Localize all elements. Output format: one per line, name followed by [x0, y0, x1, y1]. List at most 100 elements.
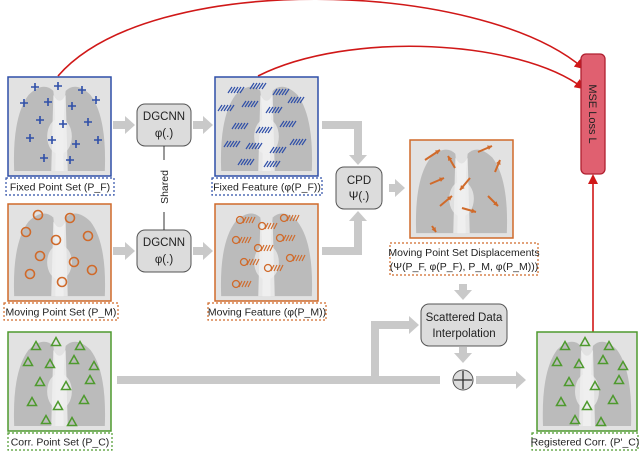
registered-triangle-marker [589, 379, 601, 391]
fixed-point-set-label: Fixed Point Set (P_F) [10, 182, 110, 194]
registered-triangle-marker [563, 375, 575, 387]
moving-feature-marker [231, 235, 241, 245]
moving-feature-marker [253, 243, 263, 253]
fixed-feature-marker [249, 82, 255, 90]
gray-arrow-fixed-to-dgcnn [113, 116, 135, 134]
moving-feature-marker [249, 258, 254, 266]
moving-feature-marker [247, 280, 252, 288]
moving-feature-marker [286, 214, 291, 222]
fixed-plus-marker [92, 96, 100, 104]
fixed-feature-marker [257, 142, 263, 150]
moving-feature-marker [292, 214, 297, 222]
moving-feature-marker [289, 214, 294, 222]
fixed-feature-marker [266, 160, 272, 168]
moving-circle-marker [50, 234, 62, 246]
moving-feature-marker [247, 236, 252, 244]
moving-feature-marker [239, 257, 249, 267]
moving-feature-marker [285, 253, 295, 263]
fixed-feature-label-box [211, 177, 323, 196]
displacement-arrowhead [431, 227, 436, 232]
fixed-feature-marker [281, 88, 287, 96]
fixed-feature-marker [298, 138, 304, 146]
fixed-feature-marker [293, 96, 299, 104]
fixed-feature-marker [253, 100, 259, 108]
fixed-feature-marker [272, 146, 278, 154]
fixed-plus-marker [44, 98, 52, 106]
moving-circle-marker [56, 276, 68, 288]
fixed-feature-marker [275, 88, 281, 96]
moving-feature-panel [214, 203, 319, 302]
moving-feature-marker [252, 258, 257, 266]
corr-triangle-marker [84, 373, 96, 385]
moving-feature-marker [301, 254, 306, 262]
registered-triangle-marker [559, 339, 571, 351]
fixed-feature-markers [217, 82, 307, 168]
fixed-point-set-panel [7, 76, 112, 177]
fixed-feature-marker [220, 104, 226, 112]
moving-feature-marker [238, 280, 243, 288]
moving-feature-marker [245, 216, 250, 224]
corr-triangle-marker [44, 357, 56, 369]
fixed-feature-marker [244, 100, 250, 108]
fixed-plus-marker [26, 134, 34, 142]
moving-point-set-label-box [3, 302, 119, 321]
moving-point-set-panel [7, 203, 112, 302]
cpd-fn: Ψ(.) [349, 191, 370, 203]
scattered-title-line2: Interpolation [432, 328, 495, 340]
registered-triangle-marker [581, 399, 593, 411]
moving-feature-markers [231, 213, 306, 289]
displacement-arrowhead [448, 156, 453, 161]
fixed-feature-marker [282, 120, 288, 128]
fixed-feature-marker [295, 138, 301, 146]
displacement-arrowhead [471, 208, 476, 214]
dgcnn-bottom-fn: φ(.) [155, 254, 173, 266]
moving-feature-marker [244, 280, 249, 288]
fixed-feature-marker [243, 122, 249, 130]
fixed-feature-marker [246, 158, 252, 166]
mse-loss-box: MSE Loss L [580, 53, 606, 175]
fixed-feature-marker [281, 146, 287, 154]
shared-label: Shared [159, 170, 171, 204]
moving-feature-marker [279, 264, 284, 272]
moving-circle-marker [64, 212, 76, 224]
gray-arrow-cpd-to-displacement [389, 179, 405, 197]
gray-arrow-moving-feature-to-cpd [322, 211, 367, 255]
red-arrow-feature-to-mse [257, 45, 585, 90]
gray-arrow-plus-to-registered [476, 371, 526, 389]
moving-feature-marker [241, 280, 246, 288]
red-arrow-fixed-to-mse [57, 0, 585, 77]
moving-feature-marker [273, 264, 278, 272]
fixed-feature-marker [233, 86, 239, 94]
fixed-feature-marker [275, 160, 281, 168]
fixed-feature-marker [301, 138, 307, 146]
moving-feature-marker [231, 279, 241, 289]
moving-feature-marker [266, 244, 271, 252]
fixed-feature-marker [288, 120, 294, 128]
fixed-feature-marker [229, 104, 235, 112]
displacement-arrowhead [487, 145, 492, 150]
moving-feature-marker [282, 234, 287, 242]
registered-corr-panel [536, 331, 638, 432]
fixed-feature-marker [264, 126, 270, 134]
registered-triangle-marker [607, 393, 619, 405]
corr-triangle-marker [34, 375, 46, 387]
fixed-feature-marker [223, 140, 229, 148]
fixed-feature-marker [255, 82, 261, 90]
corr-point-set-label: Corr. Point Set (P_C) [11, 437, 110, 449]
corr-triangle-marker [52, 399, 64, 411]
registered-triangle-marker [597, 353, 609, 365]
plus-node [452, 369, 474, 391]
fixed-feature-marker [299, 96, 305, 104]
displacement-arrowhead [460, 185, 465, 190]
fixed-feature-marker [252, 82, 258, 90]
dgcnn-bottom-box: DGCNN φ(.) [136, 229, 192, 273]
moving-feature-marker [269, 244, 274, 252]
corr-triangle-markers [22, 335, 100, 427]
gray-arrow-fixed-feature-to-cpd [322, 121, 367, 165]
fixed-plus-marker [72, 140, 80, 148]
fixed-plus-markers [20, 82, 102, 164]
cpd-title: CPD [347, 175, 371, 187]
fixed-feature-marker [241, 100, 247, 108]
corr-point-set-label-box [7, 432, 113, 451]
corr-triangle-marker [68, 353, 80, 365]
